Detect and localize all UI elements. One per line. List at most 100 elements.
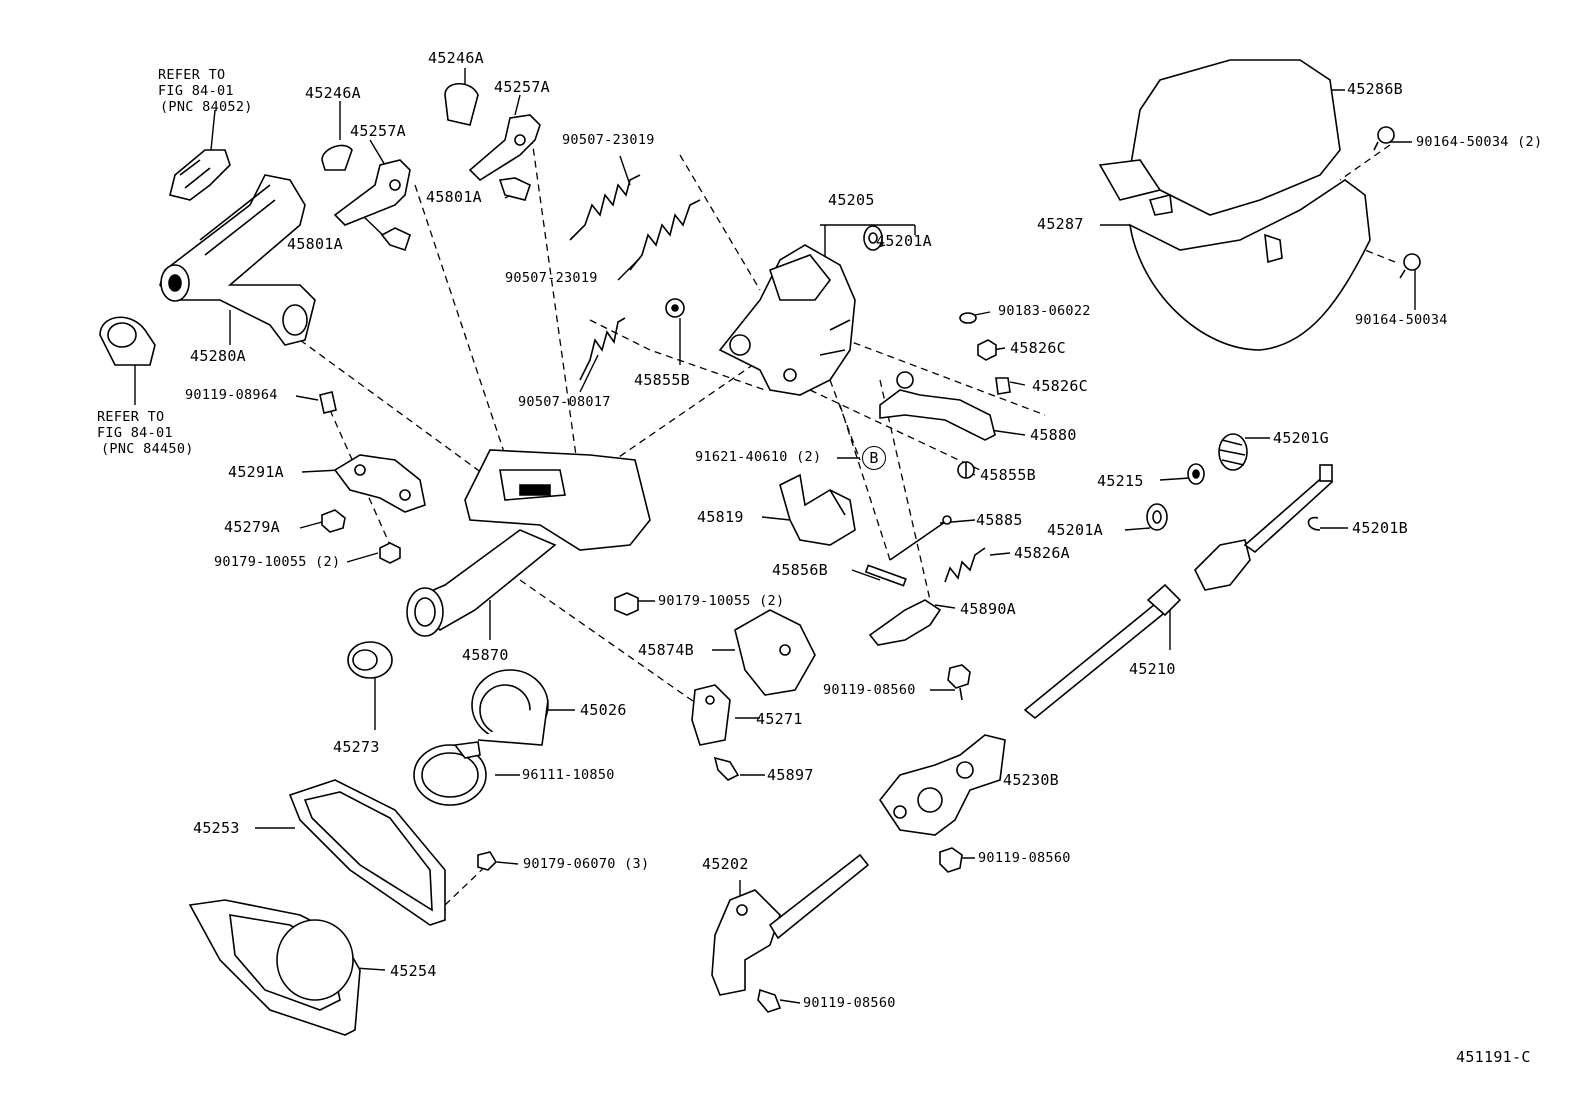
label-45826c-lower: 45826C xyxy=(1032,377,1088,395)
pin-45856b-part xyxy=(864,564,907,587)
bolt-45897-part xyxy=(713,756,740,781)
figure-code: 451191-C xyxy=(1456,1048,1531,1066)
label-45230b: 45230B xyxy=(1003,771,1059,789)
clip-45201b-part xyxy=(1307,516,1321,531)
label-45205: 45205 xyxy=(828,191,875,209)
plate-45291a-part xyxy=(333,454,426,513)
label-45026: 45026 xyxy=(580,701,627,719)
screw-90164-50034-top xyxy=(1373,126,1395,151)
label-90119-08560-lower: 90119-08560 xyxy=(803,995,896,1011)
rubber-mount-part xyxy=(99,316,156,366)
bracket-45257a-left xyxy=(333,159,411,226)
label-45279a: 45279A xyxy=(224,518,280,536)
refer-note-2-line-1: REFER TO xyxy=(97,409,165,425)
label-45801a-right: 45801A xyxy=(426,188,482,206)
washer-45215-part xyxy=(1187,463,1205,485)
column-bracket-45870-part xyxy=(406,449,651,637)
bushing-45273-part xyxy=(347,641,393,679)
reference-marker-b: B xyxy=(862,446,886,470)
refer-note-1-line-2: FIG 84-01 xyxy=(158,83,234,99)
label-45280a: 45280A xyxy=(190,347,246,365)
nut-45826c-a xyxy=(977,339,997,361)
label-90119-08560-upper: 90119-08560 xyxy=(823,682,916,698)
label-45246a-left: 45246A xyxy=(305,84,361,102)
bracket-45271-part xyxy=(691,684,731,746)
label-45273: 45273 xyxy=(333,738,380,756)
label-45885: 45885 xyxy=(976,511,1023,529)
clip-45246a-left xyxy=(321,144,353,171)
washer-45201a-lower xyxy=(1146,503,1168,531)
label-45257a-left: 45257A xyxy=(350,122,406,140)
shaft-45202-part xyxy=(711,853,870,996)
bracket-45257a-right xyxy=(468,114,541,182)
main-shaft-45210-part xyxy=(1023,464,1334,720)
spring-45201g-part xyxy=(1218,433,1248,471)
clip-45801a-right xyxy=(498,177,531,201)
label-45201b: 45201B xyxy=(1352,519,1408,537)
refer-note-1-line-1: REFER TO xyxy=(158,67,226,83)
gasket-45253-part xyxy=(288,779,446,926)
label-45291a: 45291A xyxy=(228,463,284,481)
bolt-90119-08560-lower xyxy=(757,988,782,1013)
label-45880: 45880 xyxy=(1030,426,1077,444)
label-45210: 45210 xyxy=(1129,660,1176,678)
label-45870: 45870 xyxy=(462,646,509,664)
nut-45279a-part xyxy=(321,509,346,533)
label-45271: 45271 xyxy=(756,710,803,728)
refer-note-2-line-3: (PNC 84450) xyxy=(101,441,194,457)
lever-45890a-part xyxy=(868,599,942,646)
nut-90183-06022 xyxy=(959,312,977,324)
label-90119-08560-middle: 90119-08560 xyxy=(978,850,1071,866)
spring-90507-23019-b xyxy=(629,199,701,271)
label-45201g: 45201G xyxy=(1273,429,1329,447)
bolt-90119-08560-middle xyxy=(939,847,963,873)
spring-90507-08017 xyxy=(579,317,626,381)
label-90179-10055-left: 90179-10055 (2) xyxy=(214,554,341,570)
label-45855b-upper: 45855B xyxy=(634,371,690,389)
label-90164-50034-2: 90164-50034 (2) xyxy=(1416,134,1543,150)
label-90507-08017: 90507-08017 xyxy=(518,394,611,410)
label-90119-08964: 90119-08964 xyxy=(185,387,278,403)
label-45246a-right: 45246A xyxy=(428,49,484,67)
label-45819: 45819 xyxy=(697,508,744,526)
label-90179-06070: 90179-06070 (3) xyxy=(523,856,650,872)
boot-45026-part xyxy=(471,669,549,746)
column-tube-upper-part xyxy=(159,174,316,346)
pin-45885-part xyxy=(889,515,952,561)
label-45897: 45897 xyxy=(767,766,814,784)
label-45855b-lower: 45855B xyxy=(980,466,1036,484)
nut-90179-10055-left xyxy=(379,542,401,564)
label-45890a: 45890A xyxy=(960,600,1016,618)
spring-90507-23019-a xyxy=(569,174,641,241)
ujoint-45230b-part xyxy=(879,734,1006,836)
assembly-dashed-lines xyxy=(299,124,1396,906)
label-45215: 45215 xyxy=(1097,472,1144,490)
label-45201a-upper: 45201A xyxy=(876,232,932,250)
refer-note-1-line-3: (PNC 84052) xyxy=(160,99,253,115)
label-45201a-lower: 45201A xyxy=(1047,521,1103,539)
lever-45880-part xyxy=(879,371,996,441)
nut-90179-10055-right xyxy=(614,592,639,616)
label-45253: 45253 xyxy=(193,819,240,837)
clip-45246a-right xyxy=(444,82,479,126)
label-45254: 45254 xyxy=(390,962,437,980)
nut-90179-06070 xyxy=(477,851,498,871)
clip-45801a-left xyxy=(380,227,411,252)
bolt-45826c-b xyxy=(995,377,1011,395)
label-90507-23019-lower: 90507-23019 xyxy=(505,270,598,286)
label-45826a: 45826A xyxy=(1014,544,1070,562)
label-45202: 45202 xyxy=(702,855,749,873)
spring-45826a-part xyxy=(944,547,986,583)
bracket-45874b-part xyxy=(734,609,816,696)
cover-upper-45286b-part xyxy=(1098,59,1341,216)
label-45286b: 45286B xyxy=(1347,80,1403,98)
cover-45254-part xyxy=(188,899,361,1036)
label-96111-10850: 96111-10850 xyxy=(522,767,615,783)
refer-note-2-line-2: FIG 84-01 xyxy=(97,425,173,441)
label-91621-40610: 91621-40610 (2) xyxy=(695,449,822,465)
label-45826c-upper: 45826C xyxy=(1010,339,1066,357)
label-90179-10055-right: 90179-10055 (2) xyxy=(658,593,785,609)
label-45801a-left: 45801A xyxy=(287,235,343,253)
